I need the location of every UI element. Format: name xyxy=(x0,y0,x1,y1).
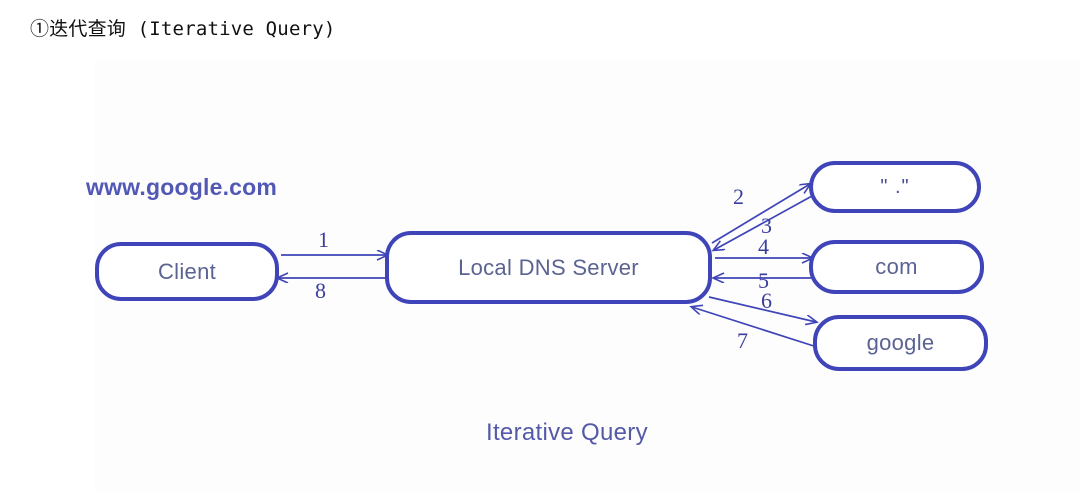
step-number-5: 5 xyxy=(758,268,769,293)
query-domain-label: www.google.com xyxy=(86,174,278,200)
step-number-6: 6 xyxy=(761,288,772,313)
node-google-server[interactable]: google xyxy=(813,315,988,371)
node-local-dns-server[interactable]: Local DNS Server xyxy=(385,231,712,304)
step-number-8: 8 xyxy=(315,278,326,303)
diagram-caption: Iterative Query xyxy=(486,419,648,446)
node-client[interactable]: Client xyxy=(95,242,279,301)
arrow-step-2 xyxy=(711,184,810,244)
node-com-server[interactable]: com xyxy=(809,240,984,294)
arrow-step-7 xyxy=(692,307,821,349)
arrow-step-3 xyxy=(714,195,813,250)
arrow-step-6 xyxy=(708,296,816,322)
step-number-7: 7 xyxy=(737,328,748,353)
step-number-2: 2 xyxy=(733,184,744,209)
step-number-4: 4 xyxy=(758,234,769,259)
step-number-1: 1 xyxy=(318,227,329,252)
page-title: ①迭代查询 (Iterative Query) xyxy=(30,18,336,40)
node-root-server[interactable]: " ." xyxy=(809,161,981,213)
step-number-3: 3 xyxy=(761,213,772,238)
